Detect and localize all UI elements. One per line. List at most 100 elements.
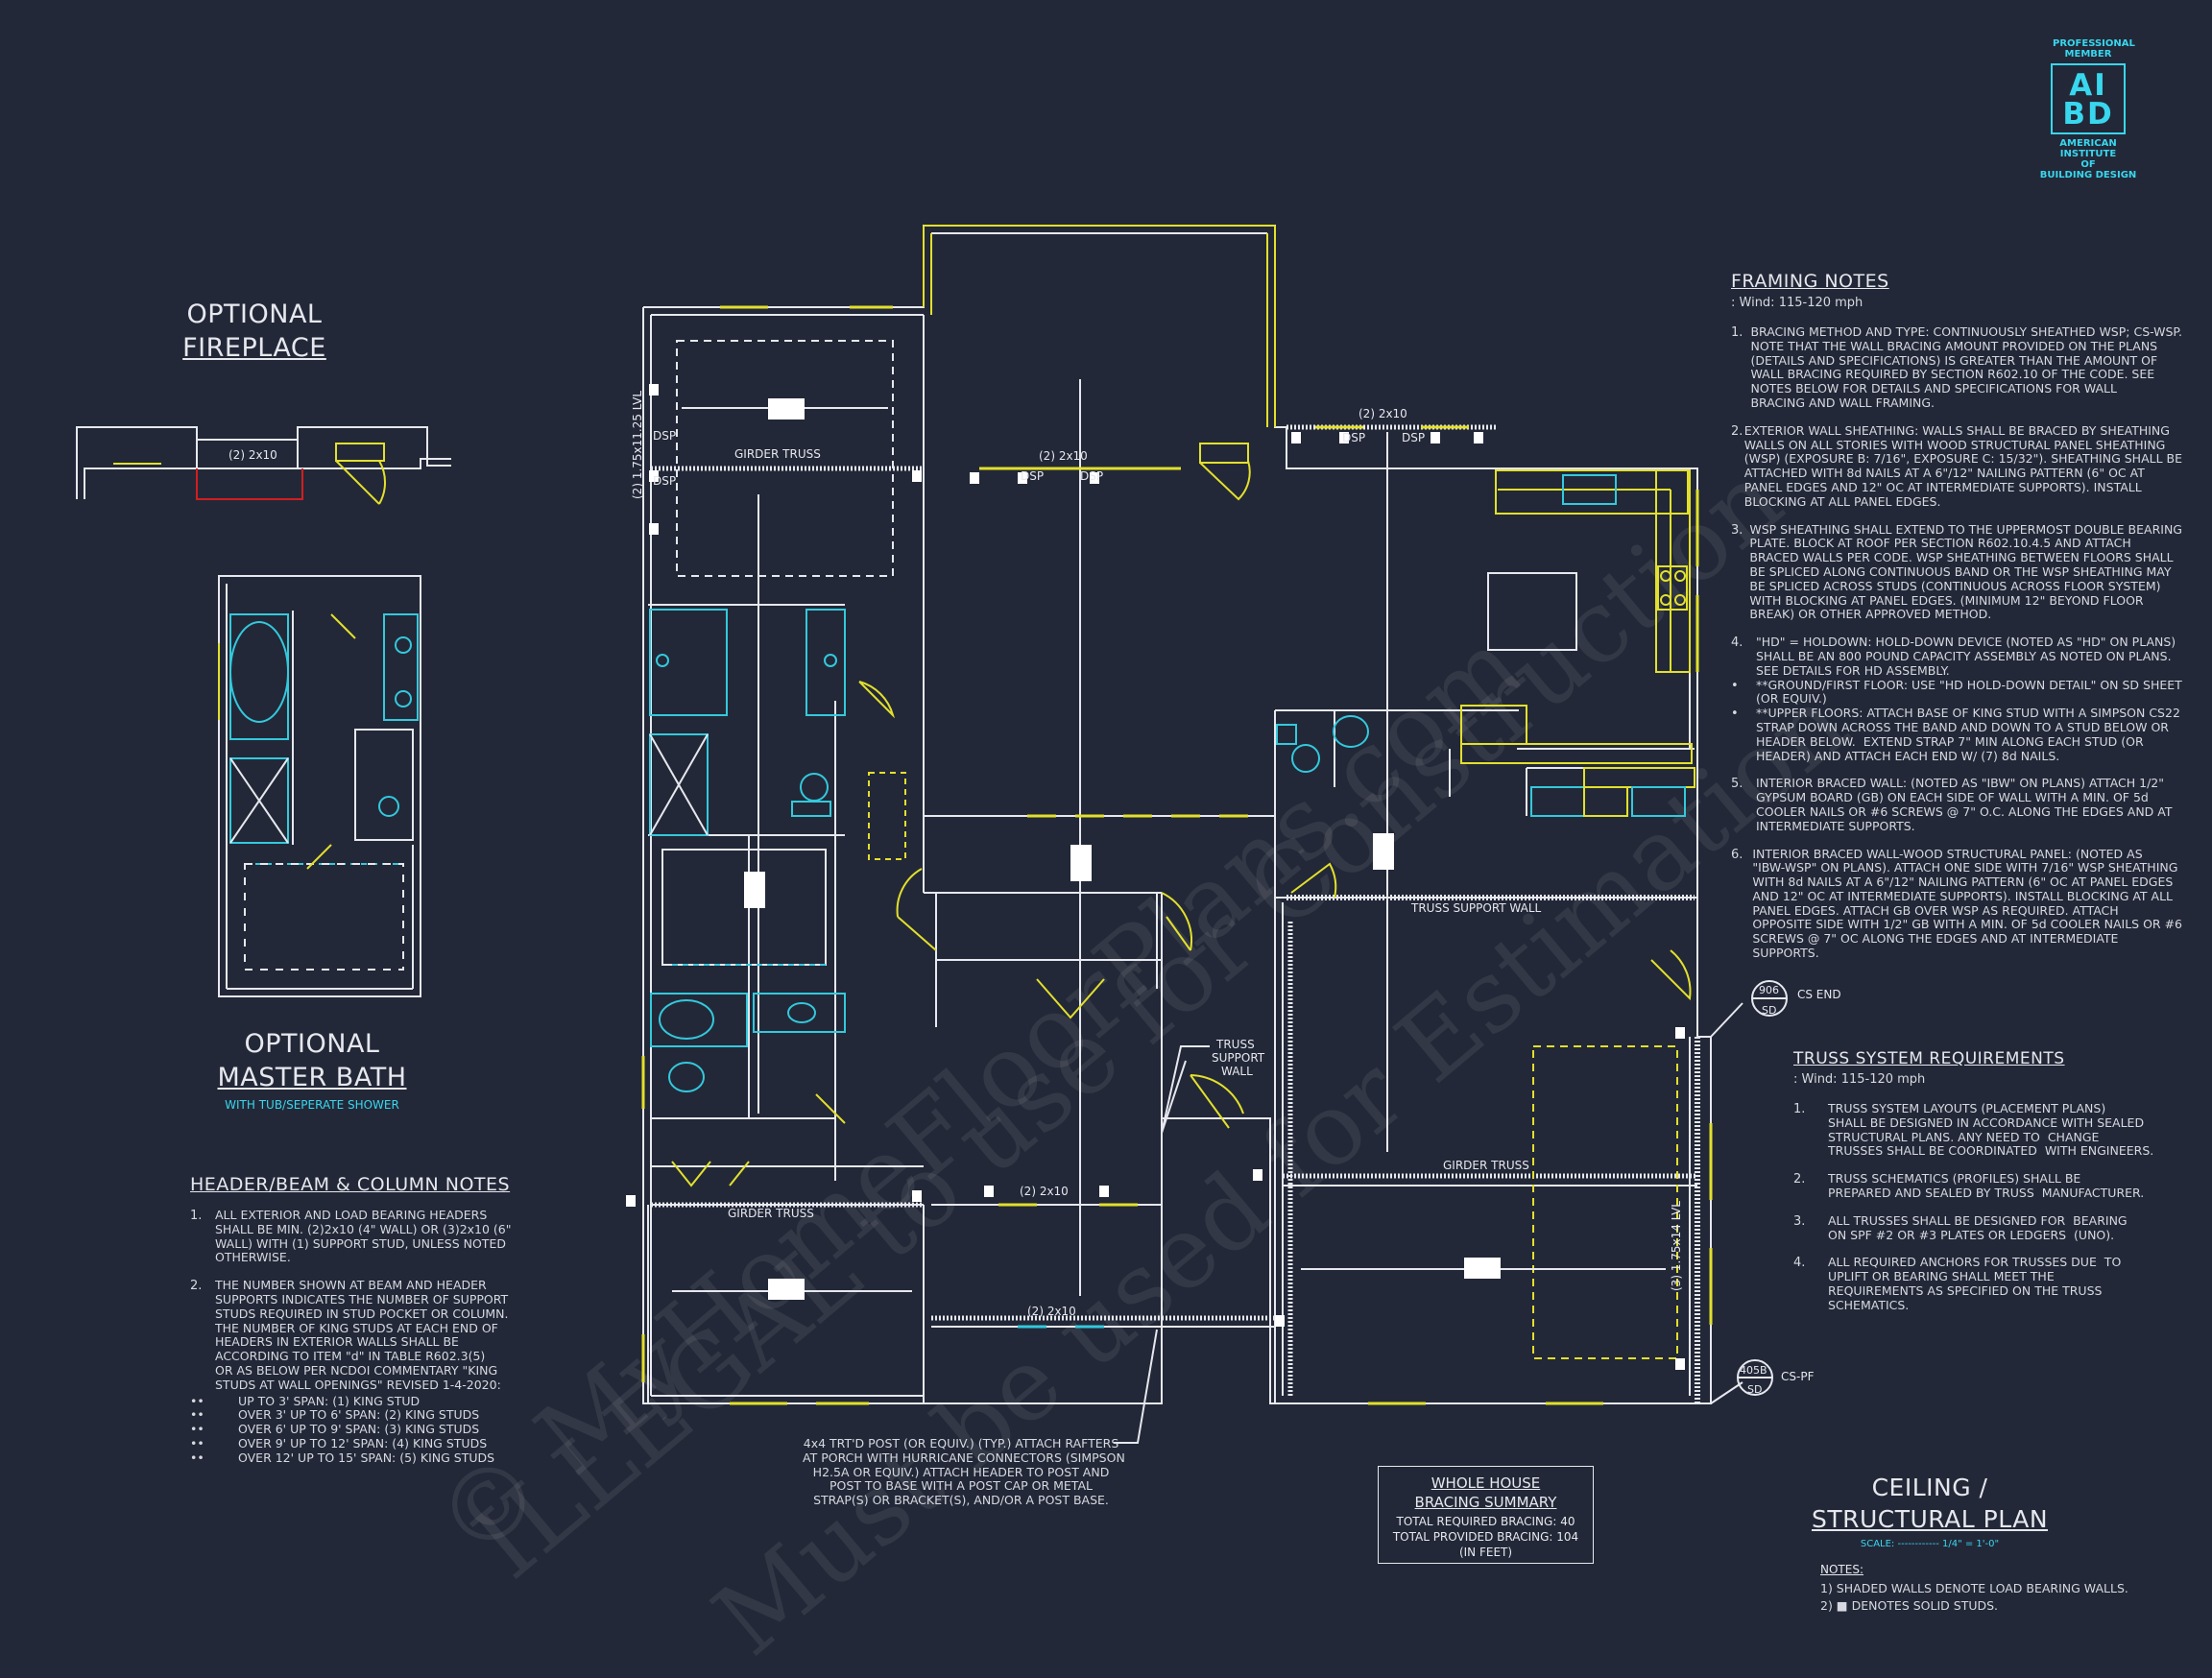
solid-studs: [626, 384, 1685, 1370]
scale-value: 1/4" = 1'-0": [1942, 1539, 2000, 1549]
label-truss-stack-3: WALL: [1221, 1065, 1253, 1078]
optional-fireplace-title-line1: OPTIONAL: [186, 300, 323, 329]
framing-note-3-text: WSP SHEATHING SHALL EXTEND TO THE UPPERM…: [1749, 521, 2182, 622]
truss-note-4-text: ALL REQUIRED ANCHORS FOR TRUSSES DUE TO …: [1828, 1255, 2122, 1312]
truss-note-2-num: 2.: [1793, 1172, 1806, 1187]
optional-fireplace-title-line2: FIREPLACE: [182, 333, 326, 363]
framing-note-4a: • **GROUND/FIRST FLOOR: USE "HD HOLD-DOW…: [1731, 678, 2182, 707]
bracing-summary-title-2: BRACING SUMMARY: [1414, 1494, 1557, 1511]
bracing-summary-title-1: WHOLE HOUSE: [1431, 1474, 1541, 1492]
framing-note-4b: • **UPPER FLOORS: ATTACH BASE OF KING ST…: [1731, 706, 2182, 763]
framing-note-5: 5. INTERIOR BRACED WALL: (NOTED AS "IBW"…: [1731, 776, 2182, 833]
bullet-2: ••OVER 3' UP TO 6' SPAN: (2) KING STUDS: [190, 1407, 480, 1423]
sheet-notes-block: NOTES: 1) SHADED WALLS DENOTE LOAD BEARI…: [1820, 1563, 2185, 1614]
truss-note-3-text: ALL TRUSSES SHALL BE DESIGNED FOR BEARIN…: [1828, 1212, 2128, 1242]
post-note: 4x4 TRT'D POST (OR EQUIV.) (TYP.) ATTACH…: [803, 1436, 1125, 1508]
bracing-summary-box: WHOLE HOUSE BRACING SUMMARY TOTAL REQUIR…: [1378, 1466, 1594, 1564]
label-cs-pf: CS-PF: [1781, 1370, 1815, 1383]
label-dsp-1: DSP: [1021, 469, 1044, 483]
truss-note-1-num: 1.: [1793, 1102, 1806, 1116]
framing-note-5-num: 5.: [1731, 777, 1743, 792]
label-header-3: (2) 2x10: [1020, 1185, 1069, 1198]
truss-note-4-num: 4.: [1793, 1256, 1806, 1271]
framing-note-4-text: "HD" = HOLDOWN: HOLD-DOWN DEVICE (NOTED …: [1756, 635, 2176, 678]
framing-note-4: 4. "HD" = HOLDOWN: HOLD-DOWN DEVICE (NOT…: [1731, 635, 2182, 678]
bracing-summary-units: (IN FEET): [1458, 1546, 1513, 1559]
optional-master-bath-title-line1: OPTIONAL: [244, 1029, 380, 1059]
optional-master-bath-subtitle: WITH TUB/SEPERATE SHOWER: [225, 1098, 399, 1112]
header-notes-title: HEADER/BEAM & COLUMN NOTES: [190, 1174, 511, 1195]
sheet-title-line2: STRUCTURAL PLAN: [1811, 1505, 2049, 1533]
sheet-title-block: CEILING / STRUCTURAL PLAN SCALE: -------…: [1805, 1474, 2055, 1549]
framing-notes-block: FRAMING NOTES : Wind: 115-120 mph 1. BRA…: [1731, 271, 2182, 961]
sheet-note-2: 2) ■ DENOTES SOLID STUDS.: [1820, 1597, 1999, 1613]
sheet-notes-title: NOTES:: [1820, 1563, 1863, 1576]
header-note-1-text: ALL EXTERIOR AND LOAD BEARING HEADERS SH…: [215, 1208, 512, 1265]
truss-note-2: 2. TRUSS SCHEMATICS (PROFILES) SHALL BE …: [1793, 1171, 2177, 1201]
optional-master-bath-title: OPTIONAL MASTER BATH WITH TUB/SEPERATE S…: [192, 1029, 432, 1112]
label-truss-support-wall: TRUSS SUPPORT WALL: [1410, 901, 1542, 915]
framing-note-2: 2. EXTERIOR WALL SHEATHING: WALLS SHALL …: [1731, 422, 2182, 510]
framing-note-2-text: EXTERIOR WALL SHEATHING: WALLS SHALL BE …: [1743, 422, 2182, 509]
framing-notes-wind: : Wind: 115-120 mph: [1731, 296, 1863, 310]
optional-master-bath-plan: [218, 575, 421, 997]
framing-note-4b-text: **UPPER FLOORS: ATTACH BASE OF KING STUD…: [1756, 706, 2180, 763]
sheet-note-1: 1) SHADED WALLS DENOTE LOAD BEARING WALL…: [1820, 1581, 2128, 1595]
truss-requirements-block: TRUSS SYSTEM REQUIREMENTS : Wind: 115-12…: [1793, 1049, 2177, 1313]
aibd-bottom-text-2: OF: [2080, 159, 2096, 170]
header-notes-bullets: ••UP TO 3' SPAN: (1) KING STUD ••OVER 3'…: [190, 1393, 555, 1466]
framing-note-4-num: 4.: [1731, 635, 1743, 651]
bullet-1: ••UP TO 3' SPAN: (1) KING STUD: [190, 1393, 421, 1408]
bracing-summary-provided: TOTAL PROVIDED BRACING: 104: [1392, 1530, 1579, 1544]
framing-note-4b-num: •: [1731, 707, 1739, 722]
truss-note-4: 4. ALL REQUIRED ANCHORS FOR TRUSSES DUE …: [1793, 1255, 2177, 1312]
optional-fireplace-plan: [76, 426, 451, 505]
sheet-scale: SCALE: ------------ 1/4" = 1'-0": [1805, 1539, 2055, 1549]
label-dsp-4: DSP: [1402, 431, 1425, 444]
detail-b-sheet: SD: [1747, 1383, 1762, 1396]
framing-note-1: 1. BRACING METHOD AND TYPE: CONTINUOUSLY…: [1731, 324, 2182, 411]
truss-note-3-num: 3.: [1793, 1213, 1806, 1229]
framing-note-6: 6. INTERIOR BRACED WALL-WOOD STRUCTURAL …: [1731, 846, 2182, 961]
aibd-top-text: PROFESSIONAL MEMBER: [2053, 38, 2135, 60]
header-note-1: 1. ALL EXTERIOR AND LOAD BEARING HEADERS…: [190, 1208, 555, 1265]
leader-lines: [1114, 980, 1788, 1444]
framing-note-6-text: INTERIOR BRACED WALL-WOOD STRUCTURAL PAN…: [1752, 846, 2182, 961]
framing-note-3-num: 3.: [1731, 522, 1743, 538]
truss-requirements-title: TRUSS SYSTEM REQUIREMENTS: [1793, 1049, 2065, 1068]
label-truss-stack-1: TRUSS: [1215, 1038, 1255, 1051]
framing-note-2-num: 2.: [1731, 423, 1743, 439]
truss-note-1-text: TRUSS SYSTEM LAYOUTS (PLACEMENT PLANS) S…: [1828, 1101, 2154, 1159]
label-header-4: (2) 2x10: [1027, 1305, 1076, 1318]
aibd-logo: PROFESSIONAL MEMBER AIBD AMERICAN INSTIT…: [2035, 38, 2141, 180]
bullet-5: ••OVER 12' UP TO 15' SPAN: (5) KING STUD…: [190, 1450, 495, 1465]
aibd-bottom-text-1: AMERICAN INSTITUTE: [2059, 138, 2117, 159]
header-note-1-num: 1.: [190, 1209, 203, 1223]
sheet-title-line1: CEILING /: [1871, 1474, 1988, 1501]
aibd-bottom-text-3: BUILDING DESIGN: [2039, 170, 2137, 180]
optional-fireplace-title: OPTIONAL FIREPLACE: [168, 300, 341, 363]
label-lvl-right: (3) 1.75x14 LVL: [1670, 1201, 1683, 1291]
main-floor-plan: [641, 225, 1713, 1405]
header-note-2-num: 2.: [190, 1279, 203, 1294]
framing-note-1-text: BRACING METHOD AND TYPE: CONTINUOUSLY SH…: [1750, 324, 2182, 410]
bullet-3: ••OVER 6' UP TO 9' SPAN: (3) KING STUDS: [190, 1422, 480, 1437]
header-note-2-text: THE NUMBER SHOWN AT BEAM AND HEADER SUPP…: [215, 1278, 509, 1392]
label-dsp-2: DSP: [1080, 469, 1103, 483]
label-dsp-6: DSP: [653, 474, 676, 488]
framing-note-3: 3. WSP SHEATHING SHALL EXTEND TO THE UPP…: [1731, 521, 2182, 623]
header-note-2: 2. THE NUMBER SHOWN AT BEAM AND HEADER S…: [190, 1278, 555, 1392]
header-notes-block: HEADER/BEAM & COLUMN NOTES 1. ALL EXTERI…: [190, 1174, 555, 1466]
detail-a-sheet: SD: [1762, 1004, 1776, 1017]
label-dsp-5: DSP: [653, 429, 676, 443]
aibd-letters: AIBD: [2062, 68, 2114, 132]
framing-note-4a-num: •: [1731, 678, 1739, 693]
label-girder-truss-top: GIRDER TRUSS: [734, 447, 821, 461]
detail-b-number: 405B: [1740, 1364, 1767, 1377]
label-truss-stack-2: SUPPORT: [1212, 1051, 1265, 1065]
framing-notes-title: FRAMING NOTES: [1731, 271, 1889, 292]
truss-note-3: 3. ALL TRUSSES SHALL BE DESIGNED FOR BEA…: [1793, 1212, 2177, 1243]
label-girder-truss-right: GIRDER TRUSS: [1443, 1159, 1529, 1172]
bullet-4: ••OVER 9' UP TO 12' SPAN: (4) KING STUDS: [190, 1435, 488, 1450]
